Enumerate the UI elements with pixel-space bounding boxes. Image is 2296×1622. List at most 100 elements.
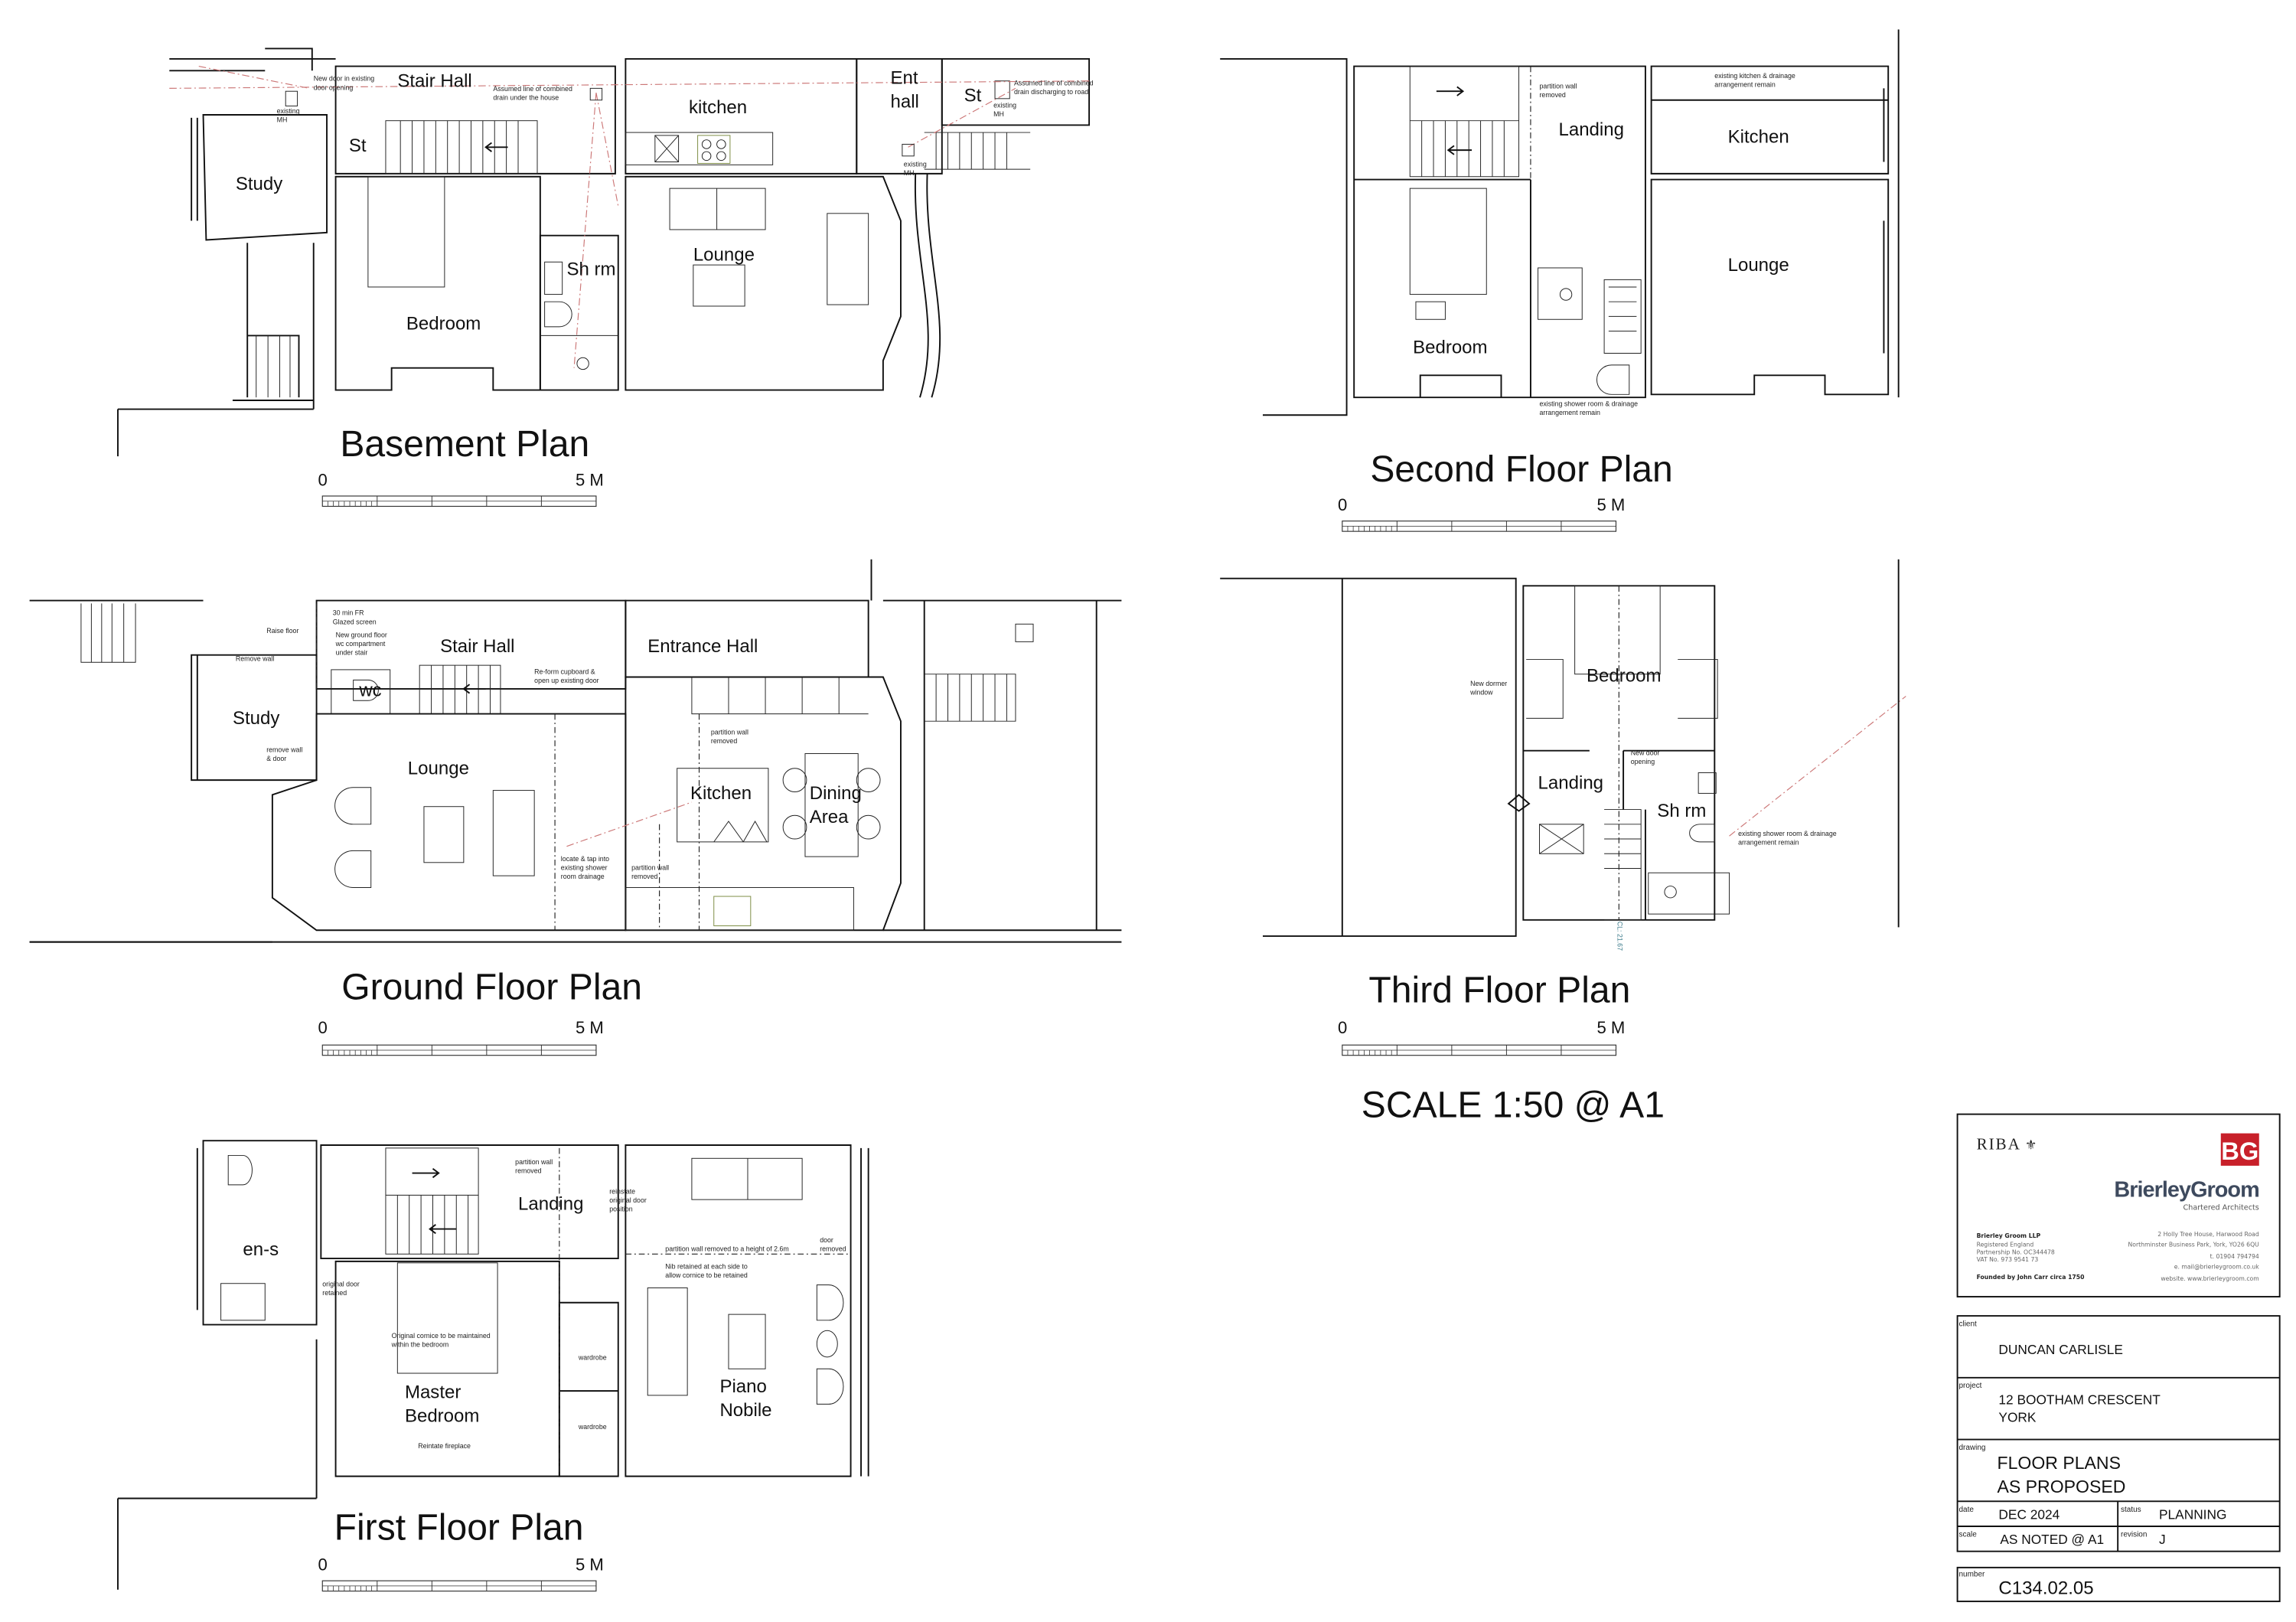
room-label: Stair Hall xyxy=(440,636,514,657)
plan-title: Basement Plan xyxy=(340,423,589,465)
first-floor-plan: en-s Landing Master Bedroom Piano Nobile… xyxy=(117,1140,869,1592)
client-label: client xyxy=(1959,1320,1978,1329)
scale-bar-start: 0 xyxy=(1338,1018,1347,1037)
room-label: Sh rm xyxy=(566,259,615,280)
room-label: Landing xyxy=(1538,773,1603,794)
scale-bar xyxy=(321,1044,597,1056)
room-label: Lounge xyxy=(408,758,469,778)
second-floor-plan: Landing Kitchen Lounge Bedroom partition… xyxy=(1220,29,1900,532)
firm-name: BrierleyGroom xyxy=(2114,1177,2258,1202)
date-label: date xyxy=(1959,1506,1975,1514)
room-label: Landing xyxy=(518,1194,583,1215)
date-value: DEC 2024 xyxy=(1998,1506,2060,1522)
annotation: wardrobe xyxy=(578,1423,607,1431)
annotation: Remove wall xyxy=(236,654,275,662)
project-value: 12 BOOTHAM CRESCENT xyxy=(1998,1392,2161,1407)
ceiling-level: CL: 21.67 xyxy=(1616,922,1623,951)
room-label: Nobile xyxy=(719,1400,771,1421)
room-label: Bedroom xyxy=(406,314,481,335)
drawing-title: AS PROPOSED xyxy=(1997,1477,2125,1496)
bg-logo-text: BG xyxy=(2221,1137,2258,1165)
address-line: Northminster Business Park, York, YO26 6… xyxy=(2128,1242,2259,1248)
plan-title: First Floor Plan xyxy=(334,1506,584,1548)
room-label: Bedroom xyxy=(405,1405,479,1426)
email: e. mail@brierleygroom.co.uk xyxy=(2174,1264,2260,1271)
room-label: wc xyxy=(358,680,381,701)
drawing-number: C134.02.05 xyxy=(1998,1578,2093,1598)
annotation: partition wall removed to a height of 2.… xyxy=(665,1245,788,1252)
scale-bar-end: 5 M xyxy=(1596,1018,1625,1037)
scale-bar-end: 5 M xyxy=(576,1555,604,1575)
scale-bar-end: 5 M xyxy=(576,471,604,490)
plan-title: Second Floor Plan xyxy=(1370,449,1672,490)
scale-bar xyxy=(1342,521,1617,532)
scale-bar-end: 5 M xyxy=(576,1018,604,1037)
room-label: Dining xyxy=(810,783,862,804)
third-walls xyxy=(1220,559,1906,937)
scale-bar xyxy=(321,495,597,507)
riba-crest-icon: ⚜ xyxy=(2025,1138,2037,1154)
second-walls xyxy=(1220,29,1900,416)
website: website. www.brierleygroom.com xyxy=(2161,1275,2258,1282)
annotation: Re-form cupboard &open up existing door xyxy=(534,668,598,685)
sheet-scale-note: SCALE 1:50 @ A1 xyxy=(1362,1084,1665,1125)
drawing-title: FLOOR PLANS xyxy=(1997,1453,2120,1473)
manhole xyxy=(589,87,603,101)
room-label: Kitchen xyxy=(1728,127,1789,148)
plan-title: Ground Floor Plan xyxy=(341,967,642,1008)
phone: t. 01904 794794 xyxy=(2210,1253,2259,1260)
drain-line xyxy=(169,65,1090,368)
room-label: en-s xyxy=(243,1239,279,1260)
scale-bar xyxy=(1342,1044,1617,1056)
project-value: YORK xyxy=(1998,1409,2036,1425)
basement-plan: Stair Hall St Study kitchen Ent hall St … xyxy=(117,47,1094,507)
room-label: Sh rm xyxy=(1657,801,1706,821)
annotation: remove wall& door xyxy=(266,746,302,763)
bg-logo-mark xyxy=(2220,1133,2259,1166)
room-label: Stair Hall xyxy=(397,70,471,91)
ground-walls xyxy=(29,559,1122,943)
scale-value: AS NOTED @ A1 xyxy=(2000,1532,2104,1547)
room-label: Bedroom xyxy=(1587,665,1661,686)
revision-value: J xyxy=(2159,1532,2166,1547)
room-label: Entrance Hall xyxy=(647,636,758,657)
room-label: Kitchen xyxy=(690,783,752,804)
scale-label: scale xyxy=(1959,1530,1978,1539)
title-block-grid xyxy=(1956,1315,2281,1552)
room-label: Ent xyxy=(890,68,918,89)
legal-name: Brierley Groom LLP xyxy=(1977,1232,2041,1239)
scale-bar-start: 0 xyxy=(318,1555,328,1575)
room-label: Area xyxy=(810,807,849,827)
room-label: Master xyxy=(405,1382,461,1403)
room-label: St xyxy=(349,135,367,156)
room-label: Piano xyxy=(719,1376,766,1397)
manhole xyxy=(902,143,915,157)
project-label: project xyxy=(1959,1382,1982,1390)
legal-line: Registered England xyxy=(1977,1242,2034,1248)
title-block: RIBA ⚜ BG BrierleyGroom Chartered Archit… xyxy=(1956,1113,2281,1603)
room-label: St xyxy=(964,86,982,106)
basement-stair xyxy=(385,120,538,175)
number-label: number xyxy=(1959,1570,1986,1578)
logo-panel xyxy=(1956,1113,2281,1298)
first-walls xyxy=(117,1140,869,1590)
revision-label: revision xyxy=(2121,1530,2147,1539)
status-value: PLANNING xyxy=(2159,1506,2226,1522)
scale-bar xyxy=(321,1580,597,1592)
basement-walls xyxy=(117,47,1091,457)
